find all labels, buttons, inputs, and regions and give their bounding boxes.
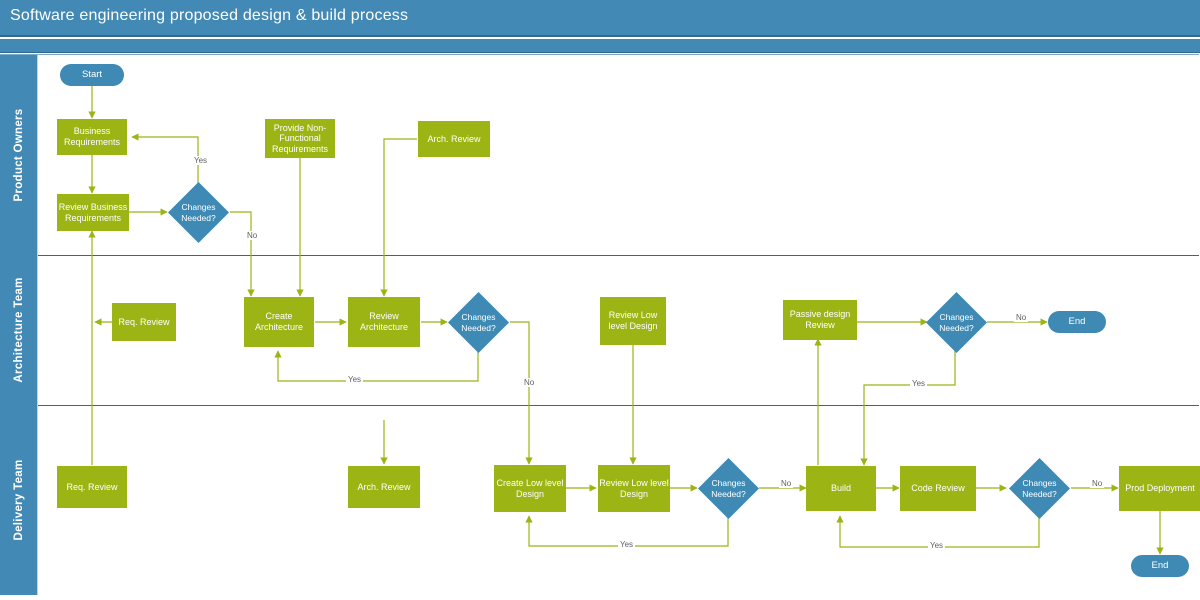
lane-header-product-owners: Product Owners [0, 55, 38, 255]
edge-label-at2-yes: Yes [910, 379, 928, 388]
node-provide-non-functional-requirements[interactable]: Provide Non-Functional Requirements [265, 119, 335, 158]
lane-divider-2 [38, 405, 1199, 406]
node-label: Review Business Requirements [58, 201, 128, 223]
node-label: Changes Needed? [181, 202, 216, 223]
node-label: End [1151, 560, 1169, 572]
lane-header-architecture-team: Architecture Team [0, 255, 38, 405]
node-label: Req. Review [118, 316, 170, 327]
edge-label-at2-no: No [1014, 313, 1029, 322]
node-dt-review-low-level-design[interactable]: Review Low level Design [598, 465, 670, 512]
node-dt-end[interactable]: End [1131, 555, 1189, 577]
title-accent-band [0, 39, 1200, 53]
node-label: Review Low level Design [599, 477, 669, 499]
node-create-architecture[interactable]: Create Architecture [244, 297, 314, 347]
edge-label-dt2-yes: Yes [928, 541, 946, 550]
edge-label-po-yes: Yes [192, 156, 210, 165]
node-label: Business Requirements [63, 126, 121, 147]
title-bar: Software engineering proposed design & b… [0, 0, 1200, 37]
edge-label-po-no: No [245, 231, 260, 240]
node-dt-arch-review[interactable]: Arch. Review [348, 466, 420, 508]
node-dt-changes-needed-2[interactable]: Changes Needed? [1009, 458, 1070, 519]
node-start[interactable]: Start [60, 64, 124, 86]
node-label: Create Low level Design [496, 477, 564, 499]
node-label: Changes Needed? [939, 312, 974, 333]
node-at-changes-needed-2[interactable]: Changes Needed? [926, 292, 987, 353]
node-po-arch-review[interactable]: Arch. Review [418, 121, 490, 157]
node-at-req-review[interactable]: Req. Review [112, 303, 176, 341]
node-at-end[interactable]: End [1048, 311, 1106, 333]
node-label: End [1068, 316, 1086, 328]
node-label: Changes Needed? [461, 312, 496, 333]
node-dt-req-review[interactable]: Req. Review [57, 466, 127, 508]
node-build[interactable]: Build [806, 466, 876, 511]
node-at-changes-needed[interactable]: Changes Needed? [448, 292, 509, 353]
node-label: Start [81, 69, 103, 81]
node-label: Req. Review [66, 481, 118, 492]
node-label: Passive design Review [789, 309, 851, 330]
node-label: Changes Needed? [711, 478, 746, 499]
node-label: Review Low level Design [608, 310, 658, 331]
node-create-low-level-design[interactable]: Create Low level Design [494, 465, 566, 512]
node-label: Code Review [911, 483, 965, 494]
node-po-changes-needed[interactable]: Changes Needed? [168, 182, 229, 243]
node-label: Build [830, 483, 851, 494]
node-label: Changes Needed? [1022, 478, 1057, 499]
edge-label-dt2-no: No [1090, 479, 1105, 488]
node-business-requirements[interactable]: Business Requirements [57, 119, 127, 155]
node-label: Provide Non-Functional Requirements [271, 122, 329, 154]
node-label: Prod Deployment [1125, 483, 1195, 494]
node-label: Arch. Review [357, 481, 411, 492]
node-review-business-requirements[interactable]: Review Business Requirements [57, 194, 129, 231]
node-label: Arch. Review [427, 133, 481, 144]
node-passive-design-review[interactable]: Passive design Review [783, 300, 857, 340]
node-prod-deployment[interactable]: Prod Deployment [1119, 466, 1200, 511]
lane-label: Delivery Team [12, 459, 25, 541]
lane-label: Product Owners [12, 108, 25, 202]
edge-label-at-yes: Yes [346, 375, 364, 384]
node-review-architecture[interactable]: Review Architecture [348, 297, 420, 347]
page-title: Software engineering proposed design & b… [10, 7, 409, 24]
lane-divider-1 [38, 255, 1199, 256]
node-label: Review Architecture [359, 311, 409, 332]
edge-label-dt-yes: Yes [618, 540, 636, 549]
node-dt-changes-needed[interactable]: Changes Needed? [698, 458, 759, 519]
node-code-review[interactable]: Code Review [900, 466, 976, 511]
lane-header-delivery-team: Delivery Team [0, 405, 38, 595]
edge-label-dt-no: No [779, 479, 794, 488]
edge-label-at-no: No [522, 378, 537, 387]
node-at-review-low-level-design[interactable]: Review Low level Design [600, 297, 666, 345]
node-label: Create Architecture [254, 311, 304, 332]
lane-label: Architecture Team [12, 277, 25, 383]
